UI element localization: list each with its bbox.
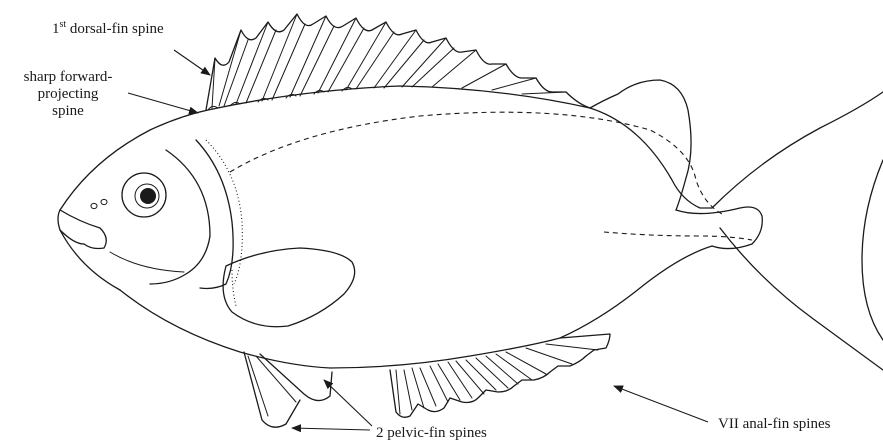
label-first-dorsal-spine: 1st dorsal-fin spine bbox=[52, 19, 164, 37]
fish-head bbox=[58, 140, 242, 289]
nostril-front bbox=[91, 203, 97, 208]
dorsal-fin bbox=[206, 14, 590, 110]
pupil bbox=[140, 188, 156, 204]
label-forward-spine-line1: sharp forward- bbox=[24, 69, 113, 85]
arrow-anal-spines bbox=[614, 386, 708, 422]
arrow-first-dorsal-spine bbox=[174, 50, 210, 75]
pectoral-fin bbox=[223, 248, 355, 327]
soft-dorsal-fin bbox=[590, 80, 691, 210]
label-forward-spine-line3: spine bbox=[52, 103, 84, 119]
lateral-line bbox=[230, 112, 722, 214]
arrow-pelvic-spine-2 bbox=[324, 380, 372, 426]
annotation-labels: 1st dorsal-fin spine sharp forward- proj… bbox=[24, 19, 831, 441]
nostril-rear bbox=[101, 199, 107, 204]
arrow-forward-spine bbox=[128, 93, 198, 113]
arrow-pelvic-spine-1 bbox=[292, 428, 370, 430]
anal-fin bbox=[390, 334, 610, 417]
label-anal-spines: VII anal-fin spines bbox=[718, 416, 831, 432]
fish-body bbox=[60, 86, 762, 368]
label-pelvic-spines: 2 pelvic-fin spines bbox=[376, 425, 487, 441]
caudal-fin bbox=[712, 92, 883, 370]
label-forward-spine-line2: projecting bbox=[38, 86, 99, 102]
lateral-line-lower bbox=[604, 232, 752, 240]
